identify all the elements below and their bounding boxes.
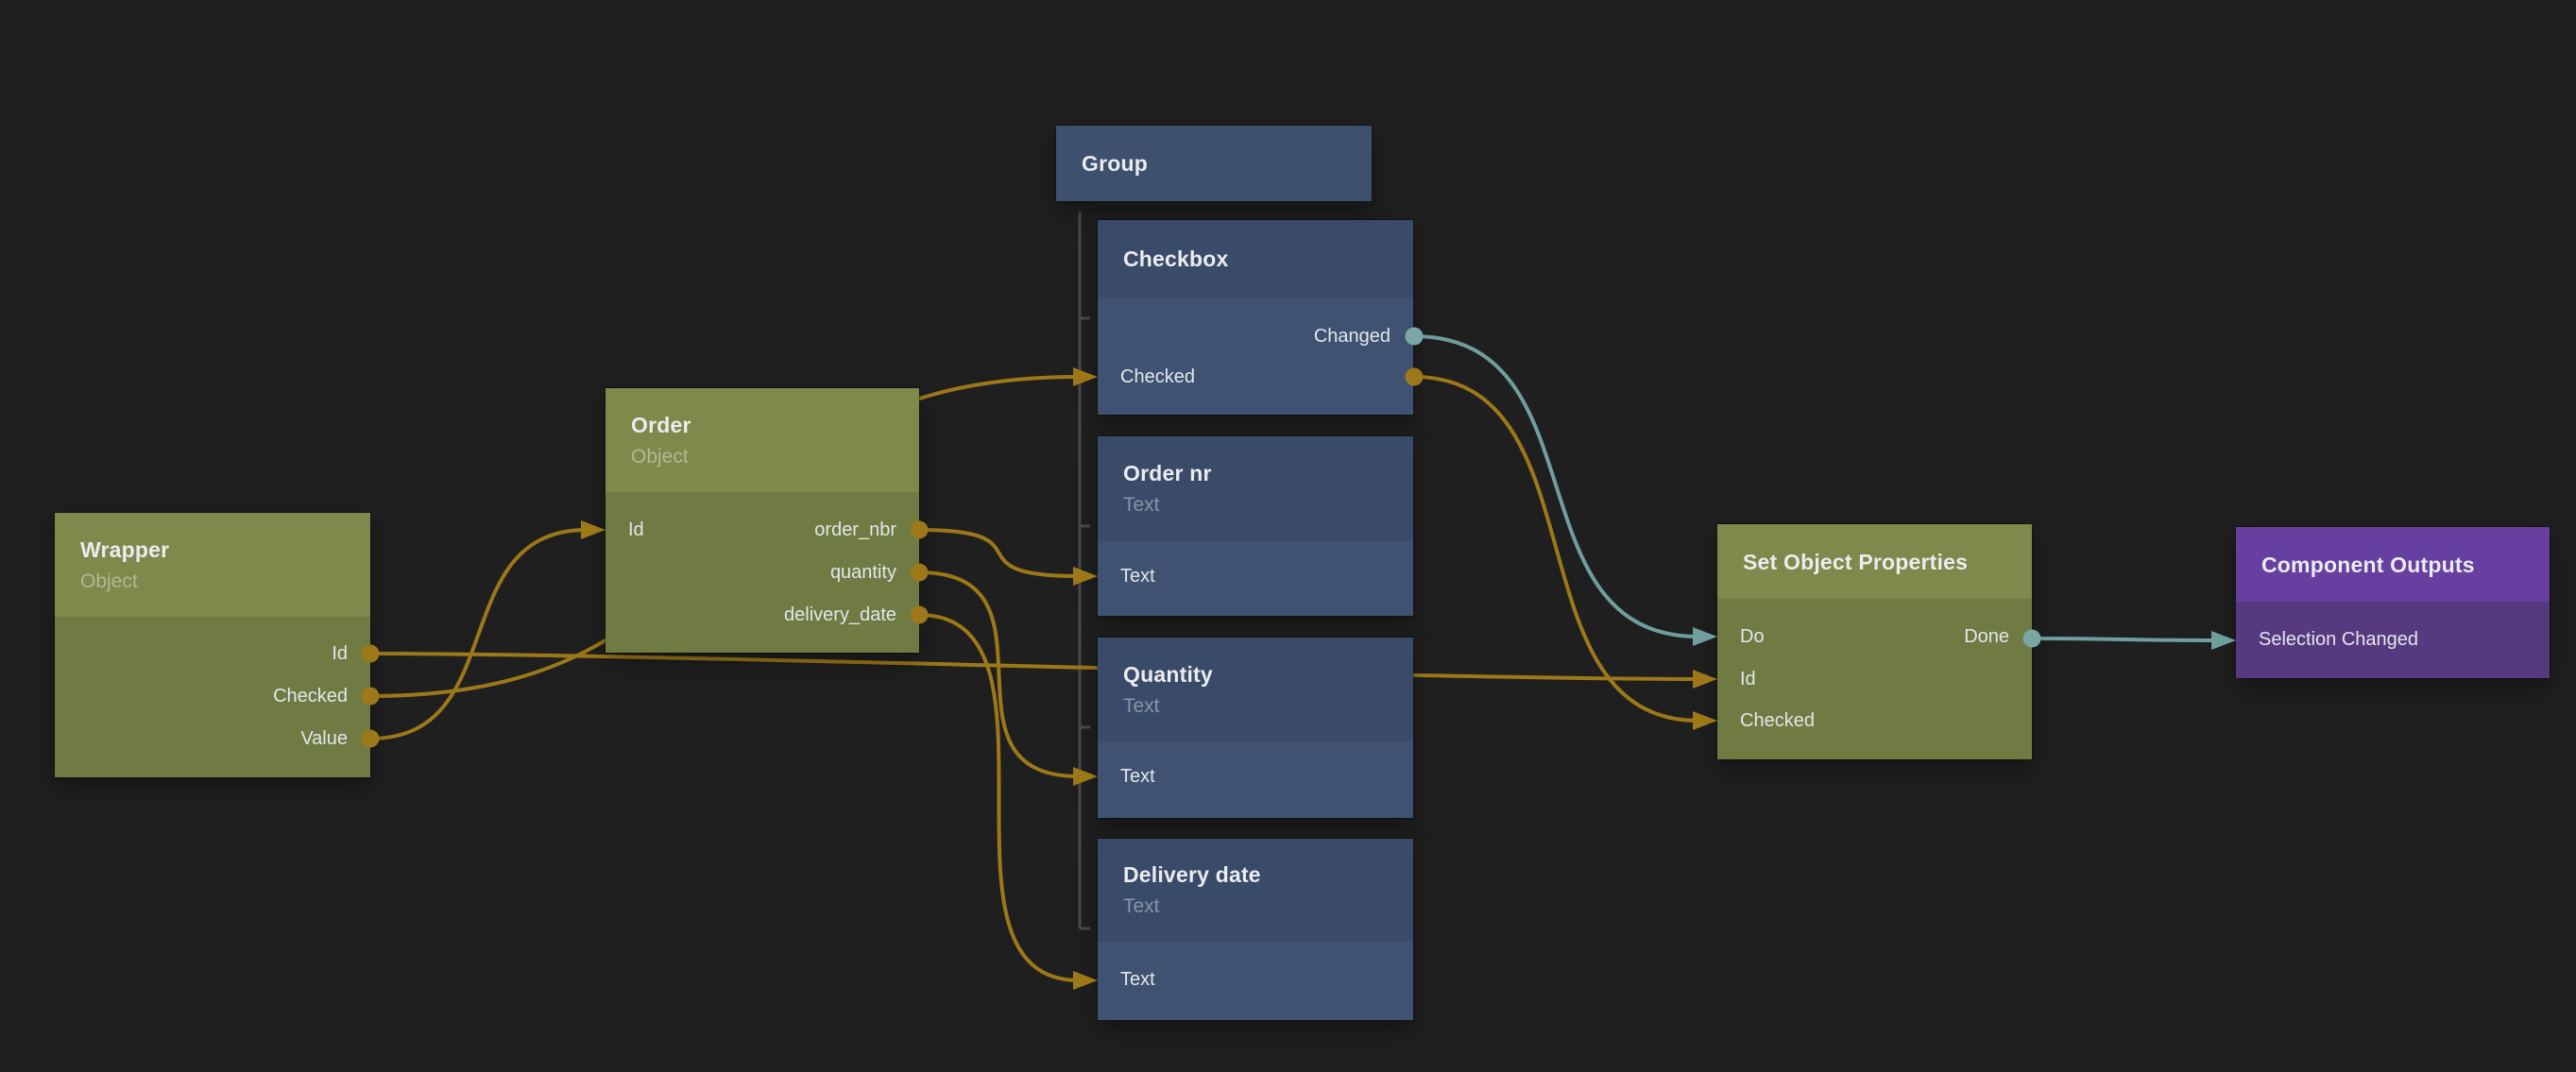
node-header: Order Object — [606, 388, 919, 492]
node-body: Do Done Id Checked — [1717, 599, 2032, 759]
group-hierarchy-guide — [1078, 212, 1090, 930]
wire-target-arrow[interactable] — [581, 520, 606, 539]
node-title: Set Object Properties — [1743, 549, 1969, 574]
port-set-do-done[interactable]: Do Done — [1740, 626, 2009, 647]
node-title: Quantity — [1123, 661, 1213, 687]
node-order-nr[interactable]: Order nr Text Text — [1098, 436, 1413, 616]
port-order-delivery-date[interactable]: delivery_date — [784, 604, 896, 625]
wire-order-order_nbr[interactable] — [917, 528, 1081, 578]
port-checkbox-changed[interactable]: Changed — [1313, 326, 1390, 347]
node-header: Component Outputs — [2236, 527, 2550, 602]
node-subtitle: Object — [631, 445, 689, 468]
node-body: Id order_nbr quantity delivery_date — [606, 492, 919, 653]
wire-target-arrow[interactable] — [1693, 627, 1717, 646]
node-title: Order — [631, 412, 691, 437]
node-header: Set Object Properties — [1717, 524, 2032, 599]
node-title: Group — [1082, 151, 1148, 176]
port-order-quantity[interactable]: quantity — [829, 562, 896, 583]
node-subtitle: Text — [1123, 895, 1160, 917]
node-header: Checkbox — [1098, 220, 1413, 298]
node-delivery-date[interactable]: Delivery date Text Text — [1098, 839, 1413, 1020]
node-body: Text — [1098, 942, 1413, 1020]
node-body: Changed Checked — [1098, 298, 1413, 415]
wire-target-arrow[interactable] — [1073, 767, 1098, 786]
port-set-checked[interactable]: Checked — [1740, 710, 1815, 731]
node-header: Delivery date Text — [1098, 839, 1413, 942]
node-checkbox[interactable]: Checkbox Changed Checked — [1098, 220, 1413, 415]
wire-target-arrow[interactable] — [1073, 567, 1098, 586]
node-subtitle: Text — [1123, 694, 1160, 717]
port-order-id-ordernbr[interactable]: Id order_nbr — [628, 519, 896, 540]
port-wrapper-checked[interactable]: Checked — [273, 686, 348, 706]
port-wrapper-value[interactable]: Value — [300, 728, 348, 749]
port-wrapper-id[interactable]: Id — [332, 643, 348, 664]
node-title: Wrapper — [80, 536, 170, 562]
port-checkbox-checked[interactable]: Checked — [1120, 366, 1195, 387]
node-body: Selection Changed — [2236, 602, 2550, 678]
wire-order-quantity[interactable] — [917, 570, 1081, 778]
node-title: Component Outputs — [2261, 552, 2475, 577]
node-title: Checkbox — [1123, 247, 1229, 271]
node-body: Text — [1098, 541, 1413, 616]
wire-target-arrow[interactable] — [1073, 971, 1098, 990]
wire-checkbox-changed[interactable] — [1412, 334, 1700, 638]
node-group[interactable]: Group — [1056, 126, 1372, 201]
node-body: Text — [1098, 741, 1413, 818]
wire-wrapper-id[interactable] — [368, 652, 1700, 681]
wire-target-arrow[interactable] — [1693, 670, 1717, 689]
node-body: Id Checked Value — [55, 617, 370, 777]
port-quantity-text[interactable]: Text — [1120, 766, 1155, 787]
wire-order-delivery_date[interactable] — [917, 613, 1081, 982]
node-header: Wrapper Object — [55, 513, 370, 617]
node-title: Order nr — [1123, 461, 1212, 485]
node-order[interactable]: Order Object Id order_nbr quantity deliv… — [606, 388, 919, 653]
node-subtitle: Object — [80, 570, 138, 592]
node-component-outputs[interactable]: Component Outputs Selection Changed — [2236, 527, 2550, 678]
node-header: Quantity Text — [1098, 638, 1413, 741]
node-subtitle: Text — [1123, 494, 1160, 516]
wire-wrapper-value[interactable] — [368, 528, 589, 740]
node-quantity[interactable]: Quantity Text Text — [1098, 638, 1413, 818]
node-set-object-properties[interactable]: Set Object Properties Do Done Id Checked — [1717, 524, 2032, 759]
port-component-outputs-selection-changed[interactable]: Selection Changed — [2259, 629, 2419, 650]
port-delivery-date-text[interactable]: Text — [1120, 969, 1155, 990]
wire-target-arrow[interactable] — [1693, 711, 1717, 730]
wire-target-arrow[interactable] — [1073, 367, 1098, 386]
node-header: Group — [1056, 126, 1372, 201]
wire-target-arrow[interactable] — [2211, 631, 2236, 650]
node-title: Delivery date — [1123, 862, 1261, 887]
port-order-nr-text[interactable]: Text — [1120, 566, 1155, 587]
node-wrapper[interactable]: Wrapper Object Id Checked Value — [55, 513, 370, 777]
wire-checkbox-checked[interactable] — [1412, 375, 1700, 723]
wire-set-object-properties-done[interactable] — [2030, 637, 2219, 642]
node-header: Order nr Text — [1098, 436, 1413, 541]
port-set-id[interactable]: Id — [1740, 669, 1756, 689]
